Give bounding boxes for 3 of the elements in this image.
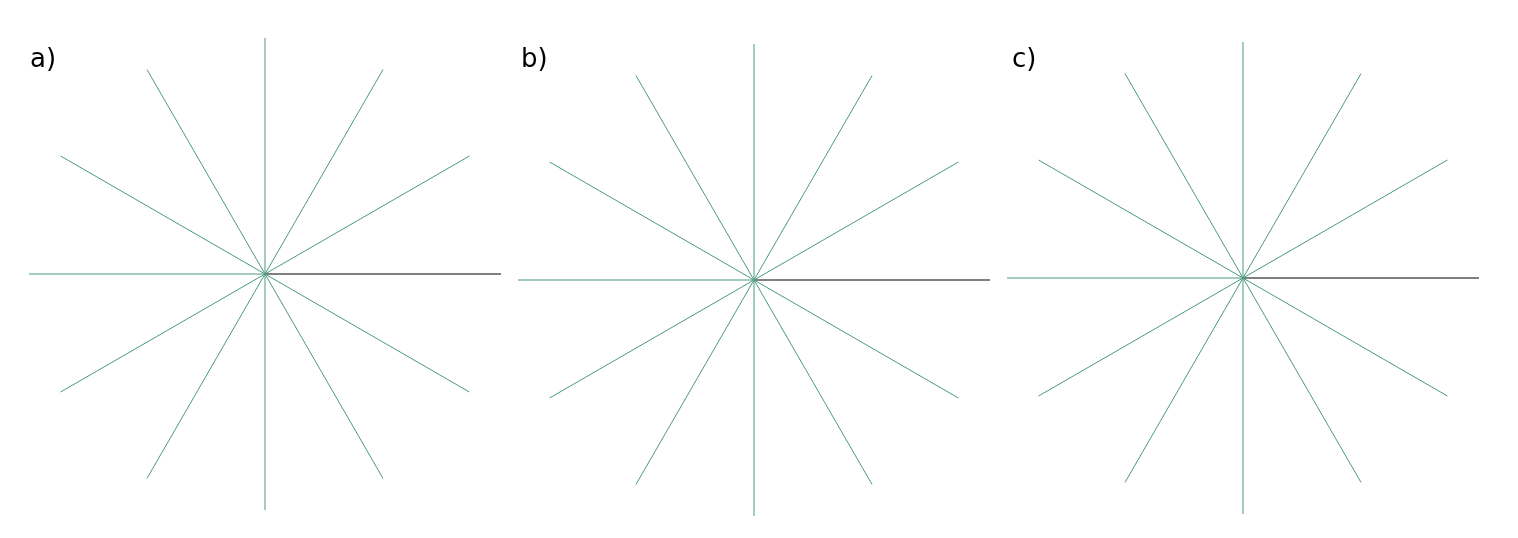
panel-label: c) — [1012, 43, 1037, 73]
panel-label: a) — [30, 43, 57, 73]
panel-label: b) — [521, 43, 548, 73]
